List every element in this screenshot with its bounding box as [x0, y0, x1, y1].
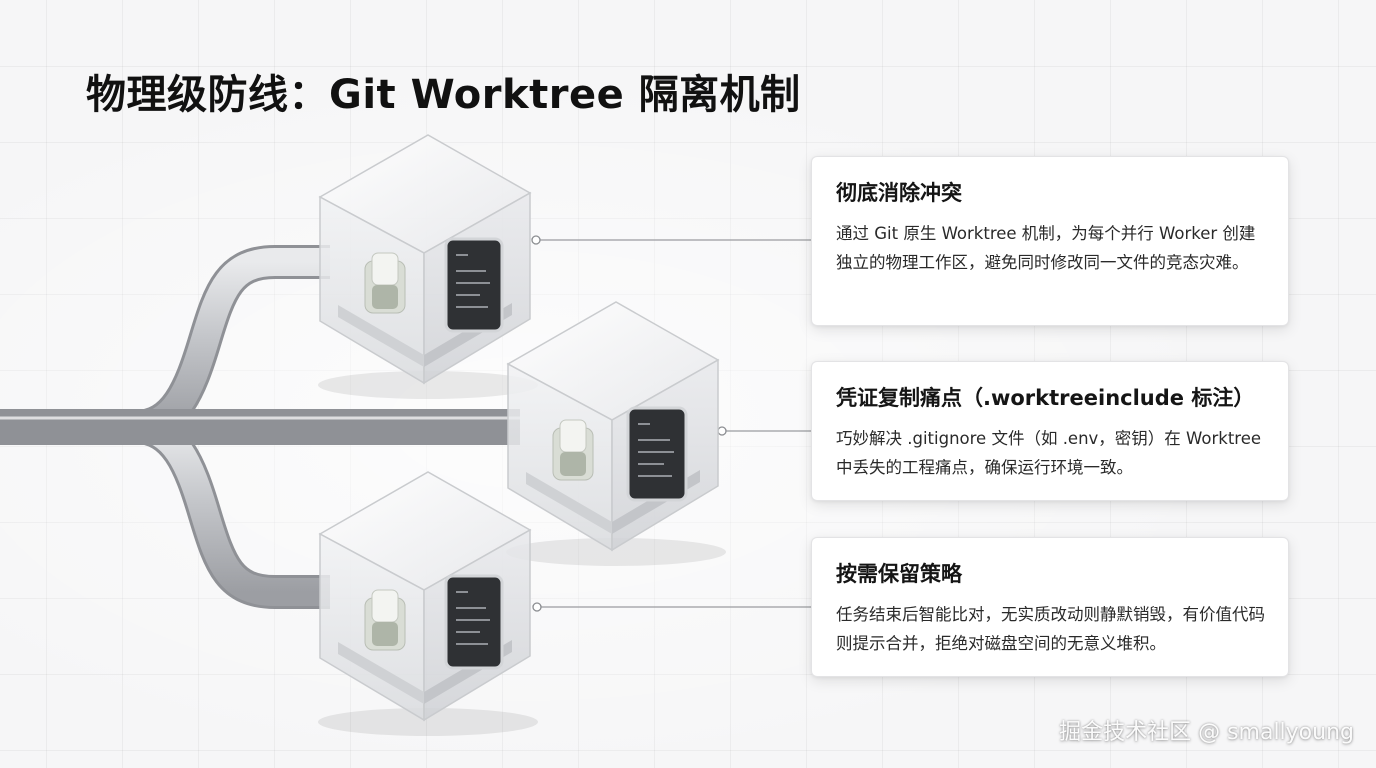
card-body: 通过 Git 原生 Worktree 机制，为每个并行 Worker 创建独立的…	[836, 224, 1256, 272]
card-title: 凭证复制痛点（.worktreeinclude 标注）	[836, 386, 1255, 410]
card-title: 按需保留策略	[836, 562, 962, 586]
info-card-credentials: 凭证复制痛点（.worktreeinclude 标注） 巧妙解决 .gitign…	[811, 361, 1289, 501]
toggle-switch-icon	[552, 419, 594, 481]
watermark: 掘金技术社区 @ smallyoung	[1059, 720, 1354, 745]
glass-cube-icon	[506, 301, 726, 566]
card-body: 巧妙解决 .gitignore 文件（如 .env，密钥）在 Worktree …	[836, 429, 1262, 477]
info-card-retention: 按需保留策略 任务结束后智能比对，无实质改动则静默销毁，有价值代码则提示合并，拒…	[811, 537, 1289, 677]
card-title: 彻底消除冲突	[836, 181, 962, 205]
toggle-switch-icon	[364, 589, 406, 651]
glass-cube-icon	[318, 134, 538, 399]
pipe-network	[0, 245, 520, 609]
page-title: 物理级防线：Git Worktree 隔离机制	[86, 72, 801, 118]
code-screen-icon	[444, 574, 504, 670]
code-screen-icon	[444, 237, 504, 333]
card-body: 任务结束后智能比对，无实质改动则静默销毁，有价值代码则提示合并，拒绝对磁盘空间的…	[836, 605, 1265, 653]
connector-lines	[531, 235, 811, 612]
glass-cube-icon	[318, 471, 538, 736]
info-card-conflict: 彻底消除冲突 通过 Git 原生 Worktree 机制，为每个并行 Worke…	[811, 156, 1289, 326]
toggle-switch-icon	[364, 252, 406, 314]
code-screen-icon	[626, 406, 688, 502]
